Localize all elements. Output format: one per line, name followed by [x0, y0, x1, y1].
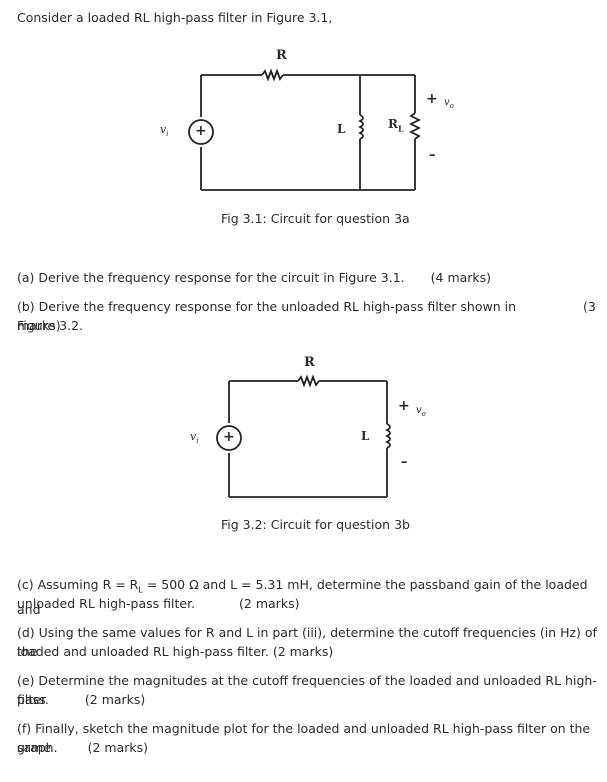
fig2-vo-minus: – — [401, 455, 408, 470]
fig1-load-resistor-label: RL — [388, 117, 404, 134]
fig1-source-plus-icon: + — [195, 123, 207, 139]
fig1-vo-plus: + — [426, 91, 438, 107]
intro-text: Consider a loaded RL high-pass filter in… — [17, 10, 333, 25]
question-c-line2: unloaded RL high-pass filter.(2 marks) — [17, 596, 300, 611]
question-f-line1: (f) Finally, sketch the magnitude plot f… — [17, 721, 591, 755]
question-f-line2: graph.(2 marks) — [17, 740, 148, 755]
fig1-inductor-label: L — [337, 122, 346, 136]
fig1-vi-label: vi — [160, 123, 169, 139]
question-a: (a) Derive the frequency response for th… — [17, 270, 492, 285]
fig2-vo-label: vo — [416, 405, 426, 418]
question-b-marks-cont: marks) — [17, 318, 61, 333]
fig1-caption: Fig 3.1: Circuit for question 3a — [221, 211, 410, 226]
question-d-line1: (d) Using the same values for R and L in… — [17, 625, 597, 659]
fig2-vi-label: vi — [190, 430, 199, 446]
question-c-line1: (c) Assuming R = RL = 500 Ω and L = 5.31… — [17, 577, 588, 617]
fig1-vo-minus: – — [429, 148, 436, 163]
question-d-line2: loaded and unloaded RL high-pass filter.… — [17, 644, 334, 659]
fig2-resistor-label: R — [304, 355, 315, 370]
fig2-caption: Fig 3.2: Circuit for question 3b — [221, 517, 410, 532]
question-b: (b) Derive the frequency response for th… — [17, 299, 516, 333]
question-e-line2: filter.(2 marks) — [17, 692, 146, 707]
fig1-resistor-label: R — [276, 48, 287, 63]
fig2-inductor-label: L — [361, 429, 370, 443]
fig2-source-plus-icon: + — [223, 429, 235, 445]
fig2-vo-plus: + — [398, 398, 410, 414]
fig1-vo-label: vo — [444, 97, 454, 110]
question-b-marks: (3 — [583, 299, 596, 314]
question-e-line1: (e) Determine the magnitudes at the cuto… — [17, 673, 597, 707]
